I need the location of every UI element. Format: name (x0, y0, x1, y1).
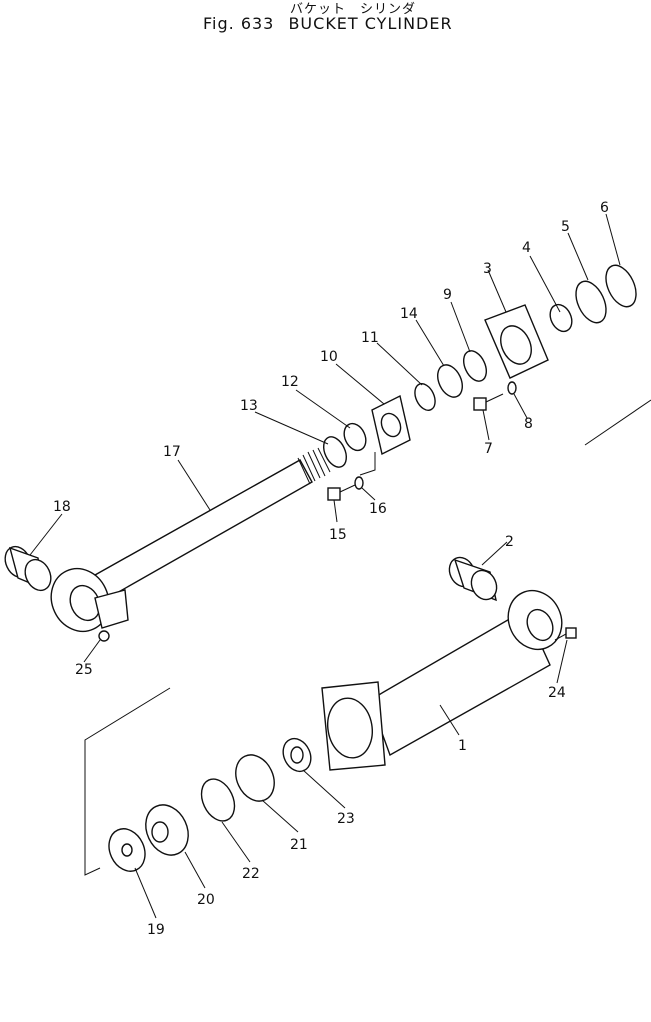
nut-part-23 (282, 737, 312, 773)
cylinder-head-part-3 (484, 304, 549, 379)
bolt-part-7 (473, 393, 504, 411)
ring-part-11 (414, 383, 436, 411)
callout-8: 8 (524, 416, 533, 432)
callout-6: 6 (600, 200, 609, 216)
ring-part-14 (437, 364, 463, 398)
callout-16: 16 (369, 501, 387, 517)
callout-labels: 1 2 3 4 5 6 7 8 9 10 11 12 13 14 15 16 1… (53, 200, 609, 938)
piston-part-20 (145, 804, 189, 856)
callout-4: 4 (522, 240, 531, 256)
callout-24: 24 (548, 685, 566, 701)
ring-part-13 (322, 436, 348, 468)
figure-number: Fig. 633 (203, 14, 275, 33)
piston-ring-part-22 (200, 778, 236, 822)
seal-part-12 (343, 422, 367, 452)
callout-9: 9 (443, 287, 452, 303)
wear-ring-part-21 (235, 754, 275, 802)
ring-part-4 (549, 303, 573, 333)
callout-22: 22 (242, 866, 260, 882)
callout-15: 15 (329, 527, 347, 543)
callout-18: 18 (53, 499, 71, 515)
callout-14: 14 (400, 306, 418, 322)
washer-part-16 (354, 476, 364, 490)
washer-part-8 (507, 381, 517, 395)
callout-10: 10 (320, 349, 338, 365)
callout-17: 17 (163, 444, 181, 460)
leader-lines (29, 213, 621, 919)
bushing-part-18 (4, 545, 52, 592)
callout-13: 13 (240, 398, 258, 414)
callout-2: 2 (505, 534, 514, 550)
ring-part-6 (605, 264, 637, 308)
callout-5: 5 (561, 219, 570, 235)
callout-11: 11 (361, 330, 379, 346)
callout-12: 12 (281, 374, 299, 390)
ring-part-9 (462, 350, 488, 382)
washer-part-19 (108, 828, 146, 872)
ring-part-5 (575, 280, 607, 324)
figure-name: BUCKET CYLINDER (288, 14, 453, 33)
grease-fitting-part-25 (98, 630, 110, 642)
callout-19: 19 (147, 922, 165, 938)
callout-21: 21 (290, 837, 308, 853)
bushing-part-2 (448, 556, 498, 602)
figure-title: Fig. 633 BUCKET CYLINDER (203, 14, 461, 33)
bolt-part-15 (327, 484, 356, 501)
callout-7: 7 (484, 441, 493, 457)
retainer-part-10 (371, 394, 411, 456)
callout-1: 1 (458, 738, 467, 754)
piston-rod-part-17 (50, 447, 331, 633)
bolt-part-24 (554, 627, 577, 641)
callout-25: 25 (75, 662, 93, 678)
cylinder-tube-part-1 (321, 589, 563, 771)
callout-23: 23 (337, 811, 355, 827)
japanese-title: バケット シリンダ (290, 2, 417, 17)
callout-20: 20 (197, 892, 215, 908)
callout-3: 3 (483, 261, 492, 277)
